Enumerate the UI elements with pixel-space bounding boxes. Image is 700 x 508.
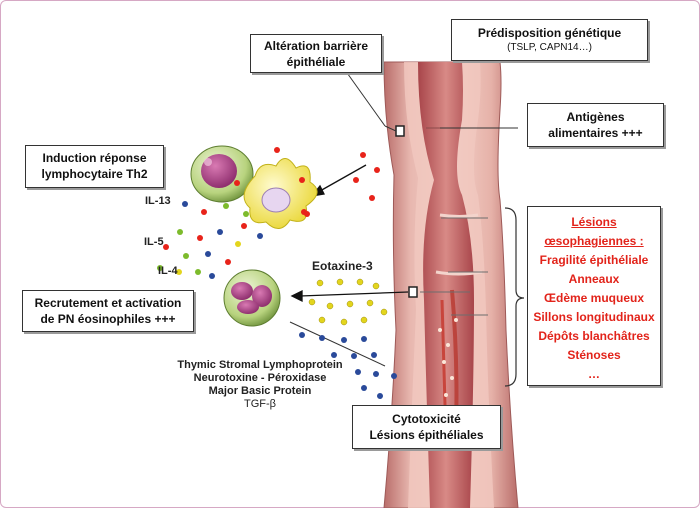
- lesions-title-line2: œsophagiennes :: [544, 234, 644, 248]
- antigens-line1: Antigènes: [566, 110, 625, 124]
- genetic-predisposition-box: Prédisposition génétique (TSLP, CAPN14…): [451, 19, 648, 61]
- esophagus-illustration: [383, 61, 519, 508]
- cytokine-label-il5: IL-5: [144, 236, 164, 248]
- cytotoxicity-box: Cytotoxicité Lésions épithéliales: [352, 405, 501, 449]
- lesions-bracket: [504, 207, 525, 387]
- barrier-line2: épithéliale: [286, 55, 346, 69]
- th2-line1: Induction réponse: [42, 151, 147, 165]
- protein-dots: [299, 332, 397, 399]
- lesion-item: Fragilité épithéliale: [539, 253, 649, 267]
- esophageal-lesions-box: Lésions œsophagiennes : Fragilité épithé…: [527, 206, 661, 386]
- antigens-line2: alimentaires +++: [548, 126, 643, 140]
- barrier-line1: Altération barrière: [263, 39, 369, 53]
- cytokine-label-il13: IL-13: [145, 195, 171, 207]
- protein-item: Neurotoxine - Péroxidase: [193, 372, 327, 384]
- genetic-subtitle: (TSLP, CAPN14…): [507, 42, 592, 53]
- eotaxin-marker: [408, 286, 418, 298]
- lesion-item: Dépôts blanchâtres: [538, 329, 650, 343]
- barrier-marker: [395, 125, 405, 137]
- eotaxin-dots: [308, 278, 388, 326]
- eotaxin-label: Eotaxine-3: [312, 259, 373, 273]
- eosinophil-cell: [223, 269, 281, 327]
- lesion-item: Sillons longitudinaux: [533, 310, 655, 324]
- protein-item: TGF-β: [244, 398, 276, 410]
- cytokine-label-il4: IL-4: [158, 265, 178, 277]
- lesions-title: Lésions: [571, 215, 617, 229]
- barrier-alteration-box: Altération barrière épithéliale: [250, 34, 382, 73]
- recruitment-line1: Recrutement et activation: [34, 296, 182, 310]
- lesion-item: Anneaux: [568, 272, 620, 286]
- lesion-item: Œdème muqueux: [543, 291, 645, 305]
- connector-lines: [289, 69, 518, 367]
- cytokine-dots: [157, 201, 263, 279]
- protein-item: Major Basic Protein: [208, 385, 312, 397]
- dendritic-cell: [243, 158, 318, 229]
- genetic-title: Prédisposition génétique: [477, 26, 622, 40]
- cytotox-line1: Cytotoxicité: [392, 412, 461, 426]
- antigen-dots: [234, 147, 380, 217]
- recruitment-line2: de PN éosinophiles +++: [40, 312, 176, 326]
- food-antigens-box: Antigènes alimentaires +++: [527, 103, 664, 147]
- th2-response-box: Induction réponse lymphocytaire Th2: [25, 145, 164, 188]
- eosinophil-recruitment-box: Recrutement et activation de PN éosinoph…: [22, 290, 194, 332]
- cytotox-line2: Lésions épithéliales: [369, 428, 484, 442]
- proteins-list: Thymic Stromal Lymphoprotein Neurotoxine…: [160, 359, 360, 411]
- lesion-item: Sténoses: [567, 348, 621, 362]
- th2-line2: lymphocytaire Th2: [41, 167, 148, 181]
- protein-item: Thymic Stromal Lymphoprotein: [177, 359, 343, 371]
- lymphocyte-cell: [190, 145, 254, 203]
- lesion-item: …: [588, 367, 600, 381]
